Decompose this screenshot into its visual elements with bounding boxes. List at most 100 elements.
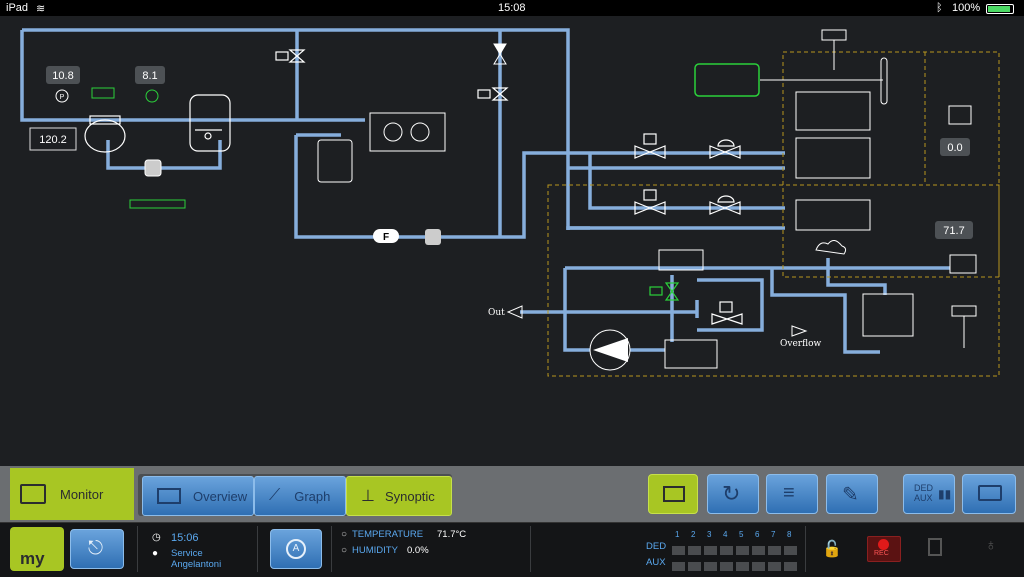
logout-button[interactable]: ⎋: [70, 529, 124, 569]
refresh-button[interactable]: ↻: [707, 474, 759, 514]
record-button[interactable]: REC: [867, 536, 901, 562]
temp-main-value: 120.2: [39, 134, 67, 146]
overview-icon: [157, 488, 181, 504]
probe-icon: [821, 29, 847, 41]
temperature-value: 71.7°C: [437, 529, 467, 540]
monitor-icon: [20, 484, 46, 504]
pressure-p-label: P: [60, 94, 65, 101]
solenoid-valve-icon: [275, 49, 306, 63]
wifi-icon: ≋: [36, 3, 46, 15]
divider: [137, 526, 138, 572]
compressor: [84, 115, 126, 153]
probe-icon: [951, 305, 977, 317]
solenoid-valve-icon: [477, 87, 509, 101]
door-icon[interactable]: [928, 538, 942, 556]
gauge-low-box: [46, 66, 80, 84]
status-bar: iPad ≋ 15:08 ᛒ 100%: [0, 0, 1024, 16]
fan-icon: [383, 122, 403, 142]
mode-button[interactable]: A: [270, 529, 322, 569]
expansion-valve-icon: [634, 133, 666, 159]
bluetooth-icon: ᛒ: [936, 2, 943, 14]
message-button[interactable]: [962, 474, 1016, 514]
clock-icon: ◷: [152, 532, 161, 543]
sensor-b-box: [935, 221, 973, 239]
tab-monitor-label: Monitor: [60, 486, 104, 502]
fan-icon: [410, 122, 430, 142]
pump-arrow: [593, 338, 628, 362]
tab-synoptic-label: Synoptic: [384, 488, 435, 504]
humidity-sensor-icon: [949, 254, 977, 274]
monitor-view-button[interactable]: [648, 474, 698, 514]
evaporator-icon: [795, 137, 871, 179]
divider: [530, 526, 531, 572]
gauge-high-box: [135, 66, 165, 84]
bars-icon: ▮▮: [938, 487, 952, 501]
expansion-valve-icon: [709, 139, 741, 159]
out-arrow-icon: [506, 305, 523, 319]
expansion-valve-icon: [709, 195, 741, 215]
ded-aux-bottom-label: AUX: [914, 493, 933, 503]
wrench-icon: ✎: [842, 484, 859, 506]
ded-indicators: [672, 542, 800, 560]
receiver-tank: [189, 94, 231, 152]
heater-bank-icon: [795, 91, 871, 131]
refresh-icon: ↻: [722, 481, 741, 506]
sensor-a-value: 0.0: [947, 142, 962, 154]
gauge-high-value: 8.1: [142, 70, 157, 82]
gauge-low-value: 10.8: [52, 70, 73, 82]
tab-monitor[interactable]: Monitor: [10, 468, 134, 520]
battery-icon: [986, 4, 1014, 14]
user-role: Service: [171, 548, 203, 559]
tab-graph-label: Graph: [294, 488, 331, 504]
heater-icon: [129, 199, 186, 209]
lock-icon[interactable]: 🔓: [822, 541, 842, 558]
filter-icon: [373, 229, 399, 243]
divider: [257, 526, 258, 572]
water-tank-icon: [658, 249, 704, 271]
reservoir-icon: [664, 339, 718, 369]
tools-button[interactable]: ✎: [826, 474, 878, 514]
divider: [805, 526, 806, 572]
fan-blade-icon: [880, 57, 888, 105]
motor-icon: [694, 63, 760, 97]
record-label: REC: [874, 550, 889, 557]
menu-button[interactable]: ≡: [766, 474, 818, 514]
out-label: Out: [488, 308, 505, 318]
overflow-arrow-icon: [791, 325, 808, 337]
sensor-a-box: [940, 138, 970, 156]
tab-synoptic[interactable]: ⊥ Synoptic: [346, 476, 452, 516]
tab-overview[interactable]: Overview: [142, 476, 254, 516]
pressure-transducer-icon: [91, 87, 115, 99]
expansion-valve-icon: [634, 189, 666, 215]
cloud-icon: [815, 240, 847, 255]
app-logo[interactable]: my: [10, 527, 64, 571]
humidity-label: HUMIDITY: [352, 545, 398, 556]
ded-aux-button[interactable]: DED AUX ▮▮: [903, 474, 955, 514]
record-icon: [878, 539, 889, 550]
tab-overview-label: Overview: [193, 488, 248, 504]
valve-icon: [711, 301, 743, 325]
tab-graph[interactable]: ⟋ Graph: [254, 476, 346, 516]
overflow-label: Overflow: [780, 339, 822, 349]
sensor-b-value: 71.7: [943, 225, 964, 237]
light-bulb-icon[interactable]: ♁: [985, 537, 997, 554]
sight-glass-icon: [144, 159, 162, 177]
humidity-dot-icon: ○: [341, 545, 348, 556]
filter-label: F: [383, 232, 389, 243]
monitor-icon: [663, 486, 685, 502]
status-time: 15:08: [498, 2, 526, 14]
liquid-receiver-icon: [317, 139, 353, 183]
graph-icon: ⟋: [269, 487, 281, 504]
aux-indicators: [672, 558, 800, 576]
bottom-status-bar: [0, 522, 1024, 577]
pipe-network: [20, 28, 950, 354]
dashed-zones: [547, 51, 1000, 377]
sight-glass-icon: [425, 229, 441, 245]
check-valve-icon: [493, 43, 507, 65]
temperature-label: TEMPERATURE: [352, 529, 424, 540]
temp-main-box: [29, 127, 77, 151]
evaporator-icon: [795, 199, 871, 231]
divider: [331, 526, 332, 572]
logout-icon: ⎋: [88, 538, 104, 559]
